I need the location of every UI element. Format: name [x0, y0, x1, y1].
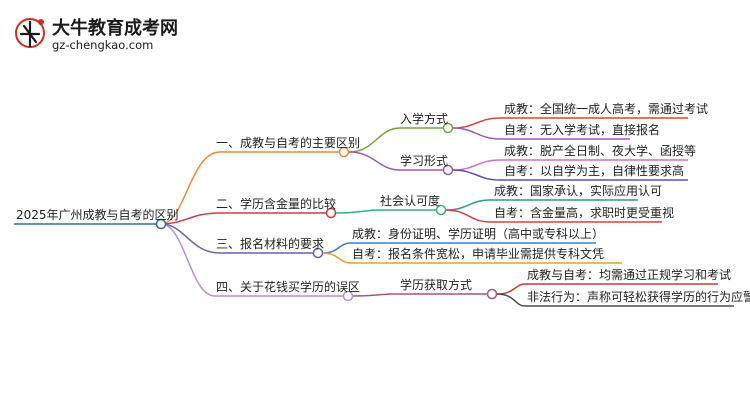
link-root-b2 — [160, 212, 326, 225]
brand-header: 大牛教育成考网 gz-chengkao.com — [15, 17, 178, 52]
node-circles — [155, 122, 498, 302]
node-dot-b4c1 — [486, 288, 498, 300]
link-root-b1 — [160, 151, 339, 225]
branch-3-leaf-1: 成教：身份证明、学历证明（高中或专科以上） — [352, 226, 604, 241]
node-dot-b1c1 — [442, 122, 454, 134]
link-b3-l2 — [322, 252, 622, 264]
branch-1-child-1-leaf-1: 成教：全国统一成人高考，需通过考试 — [504, 101, 708, 116]
branch-2-child-1-leaf-1: 成教：国家承认，实际应用认可 — [494, 183, 662, 198]
branch-1-child-2-label: 学习形式 — [400, 153, 448, 168]
branch-1-child-2-leaf-1: 成教：脱产全日制、夜大学、函授等 — [504, 143, 696, 158]
node-dot-b1 — [338, 146, 350, 158]
node-dot-b1c2 — [442, 164, 454, 176]
link-b1-c2 — [348, 151, 443, 171]
link-b4-c1 — [352, 293, 487, 297]
link-b2c1-l2 — [445, 209, 662, 223]
branch-3-leaf-2: 自考：报名条件宽松，申请毕业需提供专科文凭 — [352, 246, 604, 261]
branch-2-label: 二、学历含金量的比较 — [216, 196, 336, 211]
brand-name: 大牛教育成考网 — [52, 17, 178, 39]
link-b1c1-l2 — [452, 127, 630, 140]
branch-1-child-2-leaf-2: 自考：以自学为主，自律性要求高 — [504, 163, 684, 178]
link-b1c1-l1 — [452, 117, 688, 129]
link-root-b3 — [160, 223, 313, 254]
node-dot-root — [155, 218, 167, 230]
node-dot-b2 — [325, 207, 337, 219]
link-b4c1-l2 — [496, 293, 734, 307]
link-b1-c1 — [348, 127, 443, 153]
node-dot-b2c1 — [435, 204, 447, 216]
branch-4-label: 四、关于花钱买学历的误区 — [216, 279, 360, 294]
node-dot-b4 — [342, 290, 354, 302]
branch-1-child-1-leaf-2: 自考：无入学考试，直接报名 — [504, 122, 660, 137]
branch-2-child-1-label: 社会认可度 — [380, 193, 440, 208]
brand-url: gz-chengkao.com — [52, 38, 153, 52]
connectors — [14, 117, 734, 307]
branch-1-label: 一、成教与自考的主要区别 — [216, 135, 360, 150]
link-root-b4 — [160, 223, 343, 297]
branch-4-child-1-leaf-2: 非法行为：声称可轻松获得学历的行为应警惕 — [527, 289, 750, 304]
branch-4-child-1-label: 学历获取方式 — [400, 277, 472, 292]
node-labels: 2025年广州成教与自考的区别 一、成教与自考的主要区别 入学方式 成教：全国统… — [16, 101, 750, 304]
link-b2-c1 — [335, 209, 436, 214]
link-b1c2-l2 — [452, 169, 688, 181]
niu-logo-icon — [15, 18, 45, 48]
root-label: 2025年广州成教与自考的区别 — [16, 207, 179, 222]
branch-2-child-1-leaf-2: 自考：含金量高，求职时更受重视 — [494, 205, 674, 220]
branch-3-label: 三、报名材料的要求 — [216, 236, 324, 251]
branch-4-child-1-leaf-1: 成教与自考：均需通过正规学习和考试 — [527, 267, 731, 282]
branch-1-child-1-label: 入学方式 — [400, 111, 448, 126]
node-dot-b3 — [312, 247, 324, 259]
